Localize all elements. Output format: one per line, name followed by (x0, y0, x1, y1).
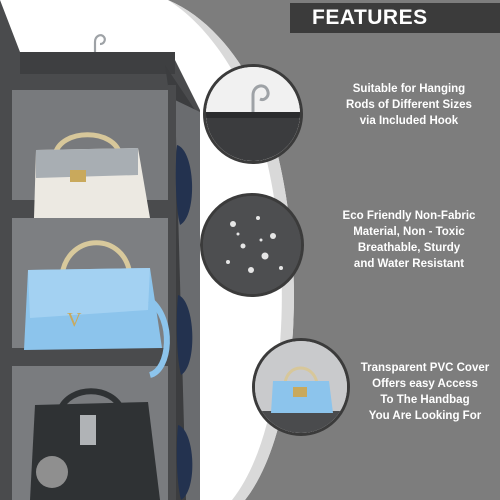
feature-hook-text: Suitable for Hanging Rods of Different S… (346, 83, 472, 127)
hanger-hook-thumbnail (203, 64, 303, 164)
hanging-handbag-organizer: V (0, 0, 215, 500)
svg-text:V: V (67, 309, 82, 331)
blue-handbag: V (24, 240, 170, 378)
features-header: FEATURES (290, 3, 500, 33)
feature-pvc-text: Transparent PVC Cover Offers easy Access… (360, 362, 490, 422)
hook-icon (93, 34, 106, 55)
water-drops-thumbnail (200, 193, 304, 297)
handbag-pocket-thumbnail (252, 338, 350, 436)
white-handbag (34, 132, 150, 218)
black-handbag (30, 388, 160, 500)
feature-material-text: Eco Friendly Non-Fabric Material, Non - … (342, 210, 476, 270)
features-title: FEATURES (312, 6, 428, 29)
